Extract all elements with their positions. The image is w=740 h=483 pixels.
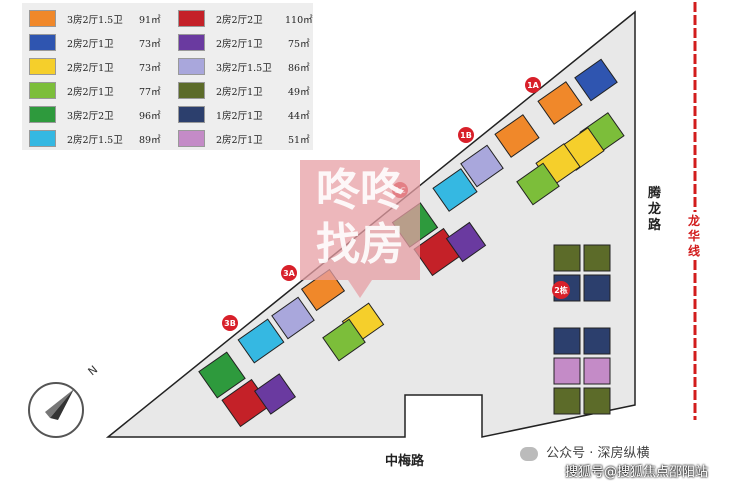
legend-unit-area: 91㎡ <box>139 15 161 26</box>
tag-marker <box>458 127 474 143</box>
wechat-icon <box>520 446 538 461</box>
unit-block <box>516 162 560 206</box>
legend-unit-area: 89㎡ <box>139 135 161 146</box>
legend-swatch <box>178 34 205 51</box>
tag-marker <box>281 265 297 281</box>
building-3b <box>198 318 297 428</box>
unit-block <box>237 318 285 364</box>
tag-label: 3B <box>224 319 236 328</box>
legend-unit-area: 73㎡ <box>139 63 161 74</box>
unit-block <box>553 357 581 385</box>
legend-unit-type: 2房2厅2卫 <box>216 15 263 26</box>
compass-north-label: N <box>86 363 101 378</box>
brand-line-2: 找房 <box>316 219 404 270</box>
tag-1b: 1B <box>458 127 474 143</box>
legend-swatch <box>29 58 56 75</box>
compass-needle <box>45 389 74 418</box>
wechat-account-text: 公众号 · 深房纵横 <box>546 446 650 461</box>
east-road-label: 腾龙路 <box>648 186 662 233</box>
unit-block <box>198 351 246 399</box>
legend-swatch <box>178 82 205 99</box>
legend-swatch <box>29 130 56 147</box>
unit-block <box>271 296 315 340</box>
legend-swatch <box>178 58 205 75</box>
tag-label: 1A <box>527 81 540 90</box>
legend-unit-area: 110㎡ <box>285 15 313 26</box>
unit-type-legend: 3房2厅1.5卫 91㎡ 2房2厅1卫 73㎡ 2房2厅1卫 73㎡ 2房2厅1… <box>22 3 313 150</box>
legend-unit-type: 3房2厅2卫 <box>67 111 114 122</box>
legend-swatch <box>178 106 205 123</box>
unit-block <box>537 81 583 125</box>
unit-block <box>432 168 478 212</box>
tag-label: 3A <box>283 269 296 278</box>
building-1b <box>432 114 540 212</box>
legend-swatch <box>29 82 56 99</box>
unit-block <box>574 58 618 102</box>
legend-unit-type: 2房2厅1.5卫 <box>67 135 123 146</box>
metro-line-label: 龙华线 <box>688 214 701 258</box>
tag-3a: 3A <box>281 265 297 281</box>
unit-block <box>583 327 611 355</box>
compass-needle <box>50 389 74 420</box>
compass: N <box>28 363 101 438</box>
tag-label: 1B <box>460 131 472 140</box>
tag-marker <box>552 281 570 299</box>
unit-block <box>445 221 487 263</box>
brand-line-1: 咚咚 <box>316 165 404 216</box>
unit-block <box>583 244 611 272</box>
south-road-label: 中梅路 <box>385 454 425 469</box>
unit-block <box>553 327 581 355</box>
legend-unit-type: 2房2厅1卫 <box>216 135 263 146</box>
tag-marker <box>525 77 541 93</box>
legend-swatch <box>178 10 205 27</box>
legend-unit-area: 86㎡ <box>288 63 310 74</box>
unit-block <box>583 387 611 415</box>
tag-1a: 1A <box>525 77 541 93</box>
tag-3b: 3B <box>222 315 238 331</box>
tag-label: 2栋 <box>554 285 568 295</box>
legend-unit-type: 2房2厅1卫 <box>67 63 114 74</box>
unit-block <box>460 144 504 188</box>
unit-block <box>322 318 366 362</box>
tag-2: 2栋 <box>552 281 570 299</box>
legend-unit-type: 1房2厅1卫 <box>216 111 263 122</box>
unit-block <box>583 274 611 302</box>
wechat-watermark: 公众号 · 深房纵横 <box>520 442 650 461</box>
unit-block <box>553 387 581 415</box>
legend-swatch <box>29 34 56 51</box>
unit-block <box>253 373 297 415</box>
tag-marker <box>222 315 238 331</box>
building-2 <box>553 244 611 415</box>
legend-unit-area: 51㎡ <box>288 135 310 146</box>
legend-unit-area: 75㎡ <box>288 39 310 50</box>
legend-unit-type: 2房2厅1卫 <box>67 39 114 50</box>
unit-block <box>583 357 611 385</box>
legend-swatch <box>178 130 205 147</box>
building-1a <box>516 58 625 206</box>
legend-swatch <box>29 10 56 27</box>
legend-unit-area: 96㎡ <box>139 111 161 122</box>
legend-unit-area: 44㎡ <box>288 111 310 122</box>
unit-block <box>553 244 581 272</box>
brand-watermark-shape <box>300 160 420 298</box>
legend-unit-type: 2房2厅1卫 <box>216 39 263 50</box>
legend-unit-type: 2房2厅1卫 <box>216 87 263 98</box>
legend-unit-type: 2房2厅1卫 <box>67 87 114 98</box>
legend-unit-area: 73㎡ <box>139 39 161 50</box>
legend-unit-type: 3房2厅1.5卫 <box>216 63 272 74</box>
sohu-watermark: 搜狐号@搜狐焦点邵阳站 <box>565 465 709 480</box>
legend-unit-type: 3房2厅1.5卫 <box>67 15 123 26</box>
legend-unit-area: 49㎡ <box>288 87 310 98</box>
brand-watermark: 咚咚 找房 <box>300 160 420 300</box>
legend-unit-area: 77㎡ <box>139 87 161 98</box>
unit-block <box>494 114 540 158</box>
legend-swatch <box>29 106 56 123</box>
